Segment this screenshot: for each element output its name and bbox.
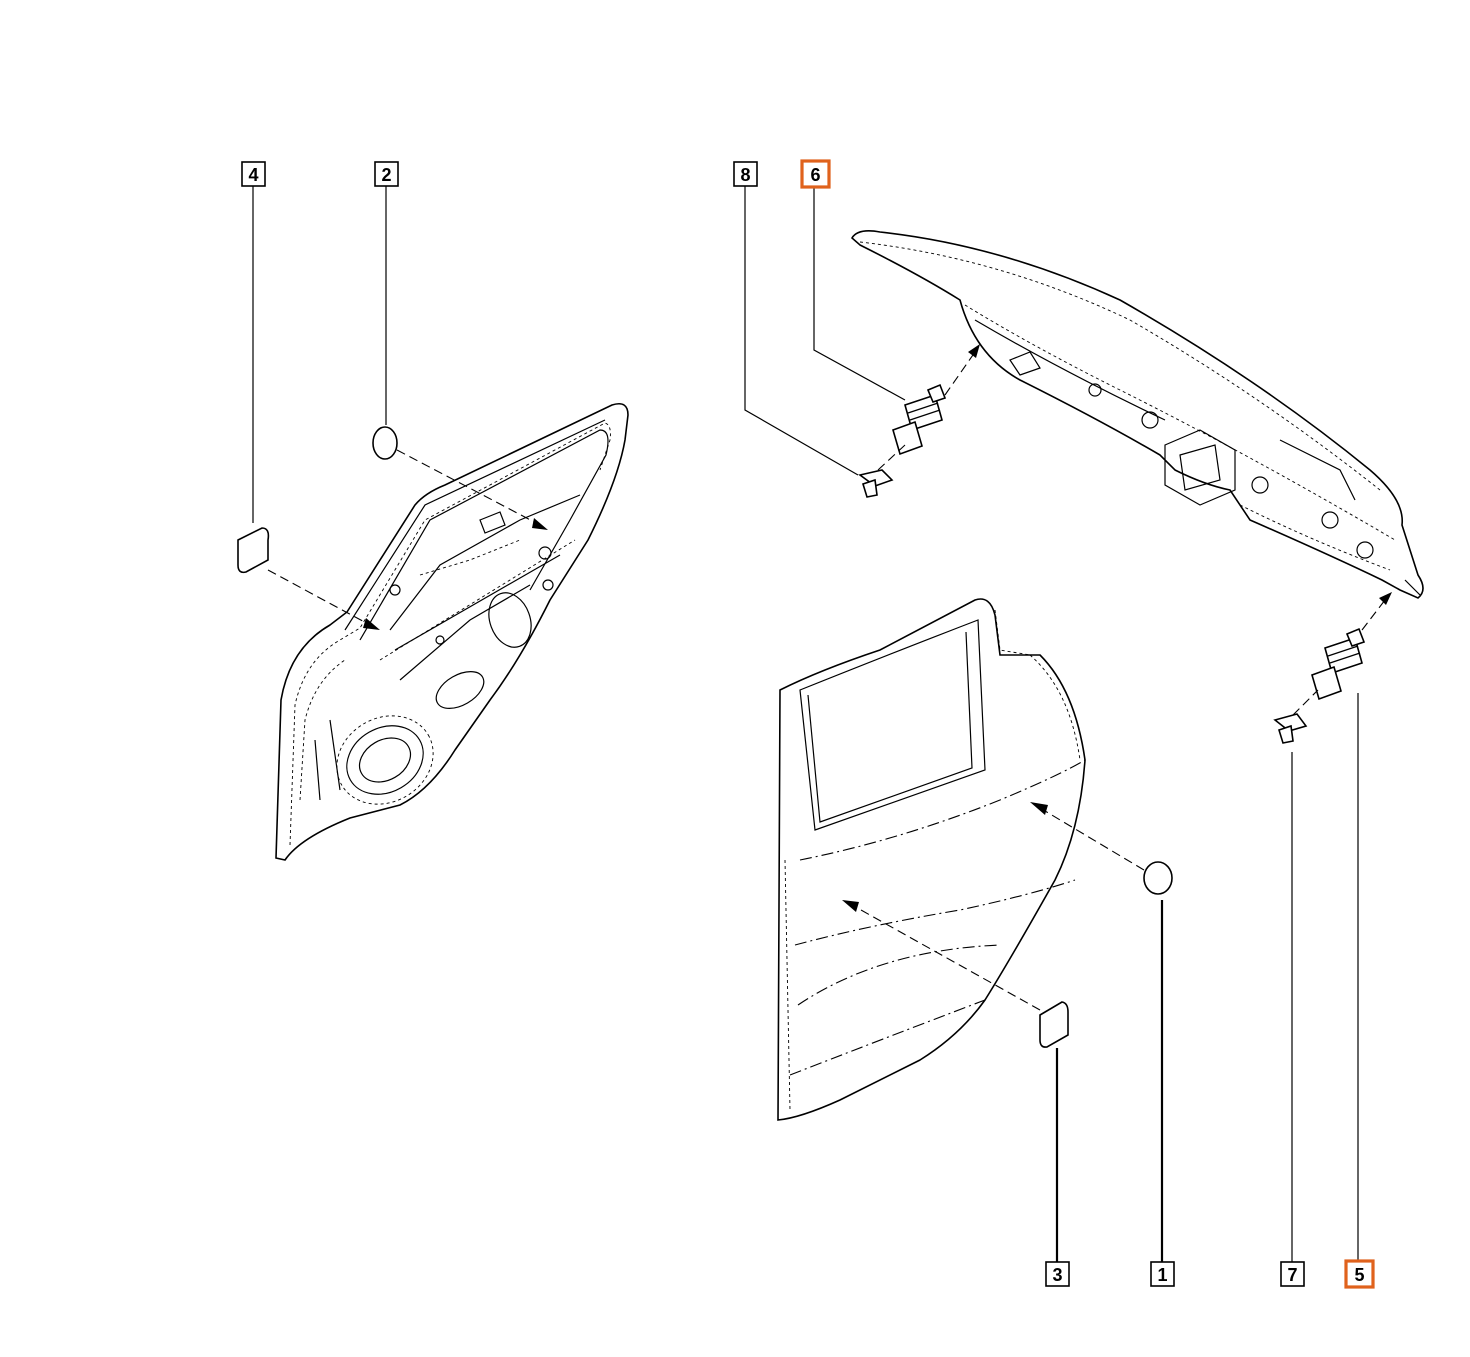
callout-7[interactable]: 7 xyxy=(1280,1261,1305,1287)
clip-7 xyxy=(1273,713,1308,744)
door-inner-frame xyxy=(275,402,629,861)
callout-4[interactable]: 4 xyxy=(241,161,266,187)
svg-text:2: 2 xyxy=(381,165,391,185)
plug-2 xyxy=(372,426,398,460)
plug-1 xyxy=(1143,861,1173,895)
svg-text:1: 1 xyxy=(1157,1265,1167,1285)
svg-text:5: 5 xyxy=(1354,1265,1364,1285)
svg-text:6: 6 xyxy=(810,165,820,185)
callout-3[interactable]: 3 xyxy=(1045,1261,1070,1287)
svg-text:8: 8 xyxy=(740,165,750,185)
svg-text:4: 4 xyxy=(248,165,258,185)
door-outer-panel xyxy=(777,598,1086,1121)
pad-3 xyxy=(1039,1001,1069,1048)
clip-8 xyxy=(858,469,894,498)
callout-1[interactable]: 1 xyxy=(1150,1261,1175,1287)
svg-text:3: 3 xyxy=(1052,1265,1062,1285)
door-trim-rail xyxy=(850,230,1424,599)
svg-text:7: 7 xyxy=(1287,1265,1297,1285)
callout-6[interactable]: 6 xyxy=(800,159,831,189)
leader-lines xyxy=(252,186,1359,1262)
callout-8[interactable]: 8 xyxy=(733,161,758,187)
grommet-6 xyxy=(892,383,947,456)
grommet-5 xyxy=(1311,627,1366,701)
assembly-arrows xyxy=(267,344,1392,1011)
pad-4 xyxy=(237,527,270,574)
callout-5[interactable]: 5 xyxy=(1344,1259,1375,1289)
callout-2[interactable]: 2 xyxy=(374,161,399,187)
